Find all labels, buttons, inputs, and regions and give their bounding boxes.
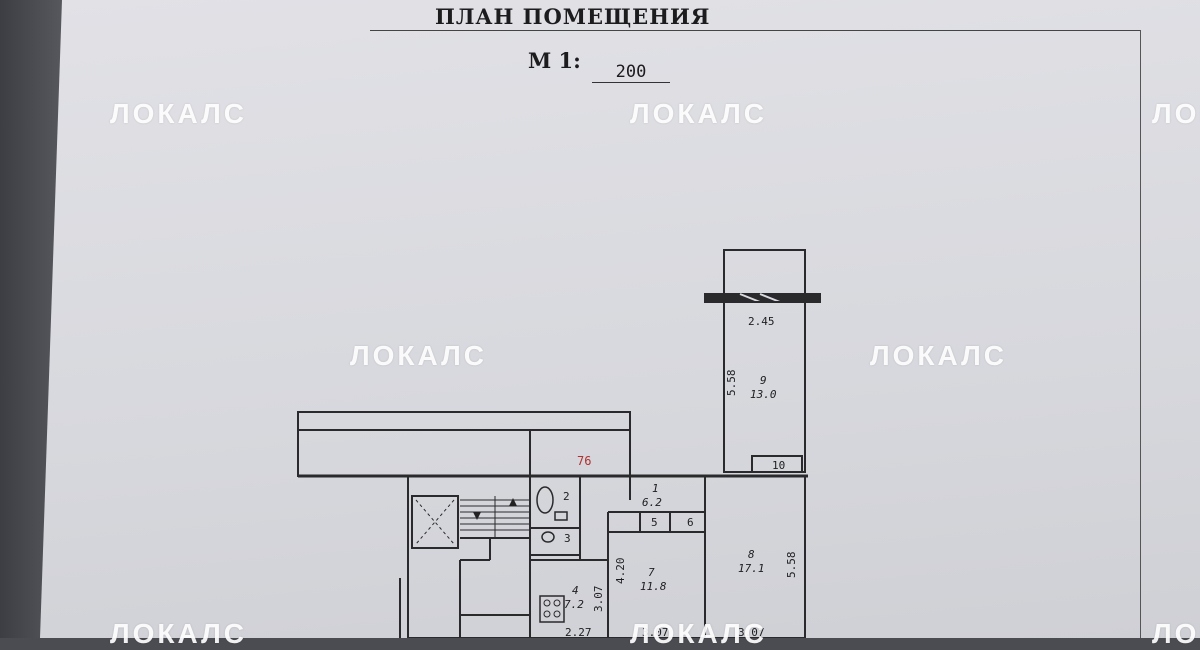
watermark: ЛОКАЛС (870, 340, 1007, 371)
dim-room8-length: 5.58 (785, 552, 798, 579)
watermark: ЛОКАЛС (1152, 618, 1200, 649)
room-9-area: 13.0 (750, 388, 777, 401)
room-8-area: 17.1 (738, 562, 765, 575)
watermark: ЛОКАЛС (1152, 98, 1200, 129)
apartment-number: 76 (577, 454, 591, 468)
watermark: ЛОКАЛС (630, 618, 767, 649)
room-2-number: 2 (563, 490, 570, 503)
scale-value: 200 (592, 62, 670, 83)
room-10-outline (751, 455, 803, 473)
room-3-number: 3 (564, 532, 571, 545)
toilet-icon (541, 531, 555, 543)
room-4-number: 4 (572, 584, 579, 597)
frame-right-line (1140, 30, 1141, 638)
elevator-shaft (411, 495, 459, 549)
dim-bottom-b: 3.07 (642, 626, 669, 638)
stair-down-arrow-icon (473, 512, 481, 520)
watermark: ЛОКАЛС (630, 98, 767, 129)
dim-bottom-c: 3.07 (738, 626, 765, 638)
balcony-outline (723, 249, 806, 299)
dim-room4-length: 3.07 (592, 586, 605, 613)
watermark: ЛОКАЛС (350, 340, 487, 371)
room-1-number: 1 (652, 482, 659, 495)
page-title: ПЛАН ПОМЕЩЕНИЯ (435, 4, 711, 29)
bathtub-icon (536, 486, 554, 514)
room-8-number: 8 (748, 548, 755, 561)
watermark: ЛОКАЛС (110, 618, 247, 649)
room-6-number: 6 (687, 516, 694, 529)
room-7-number: 7 (648, 566, 655, 579)
room-7-area: 11.8 (640, 580, 667, 593)
frame-top-line (370, 30, 1141, 31)
dim-balcony-width: 2.45 (748, 315, 775, 328)
stair-up-arrow-icon (509, 498, 517, 506)
stove-icon (539, 595, 565, 623)
dim-room9-length: 5.58 (725, 370, 738, 397)
apartment-outline (529, 475, 806, 638)
room-4-area: 7.2 (564, 598, 584, 611)
watermark: ЛОКАЛС (110, 98, 247, 129)
sink-icon (554, 511, 568, 521)
dim-room7-length: 4.20 (614, 558, 627, 585)
room-1-area: 6.2 (642, 496, 662, 509)
room-10-number: 10 (772, 459, 785, 472)
room-9-number: 9 (760, 374, 767, 387)
dim-bottom-a: 2.27 (565, 626, 592, 638)
room-5-number: 5 (651, 516, 658, 529)
scale-label: М 1: (528, 48, 581, 73)
